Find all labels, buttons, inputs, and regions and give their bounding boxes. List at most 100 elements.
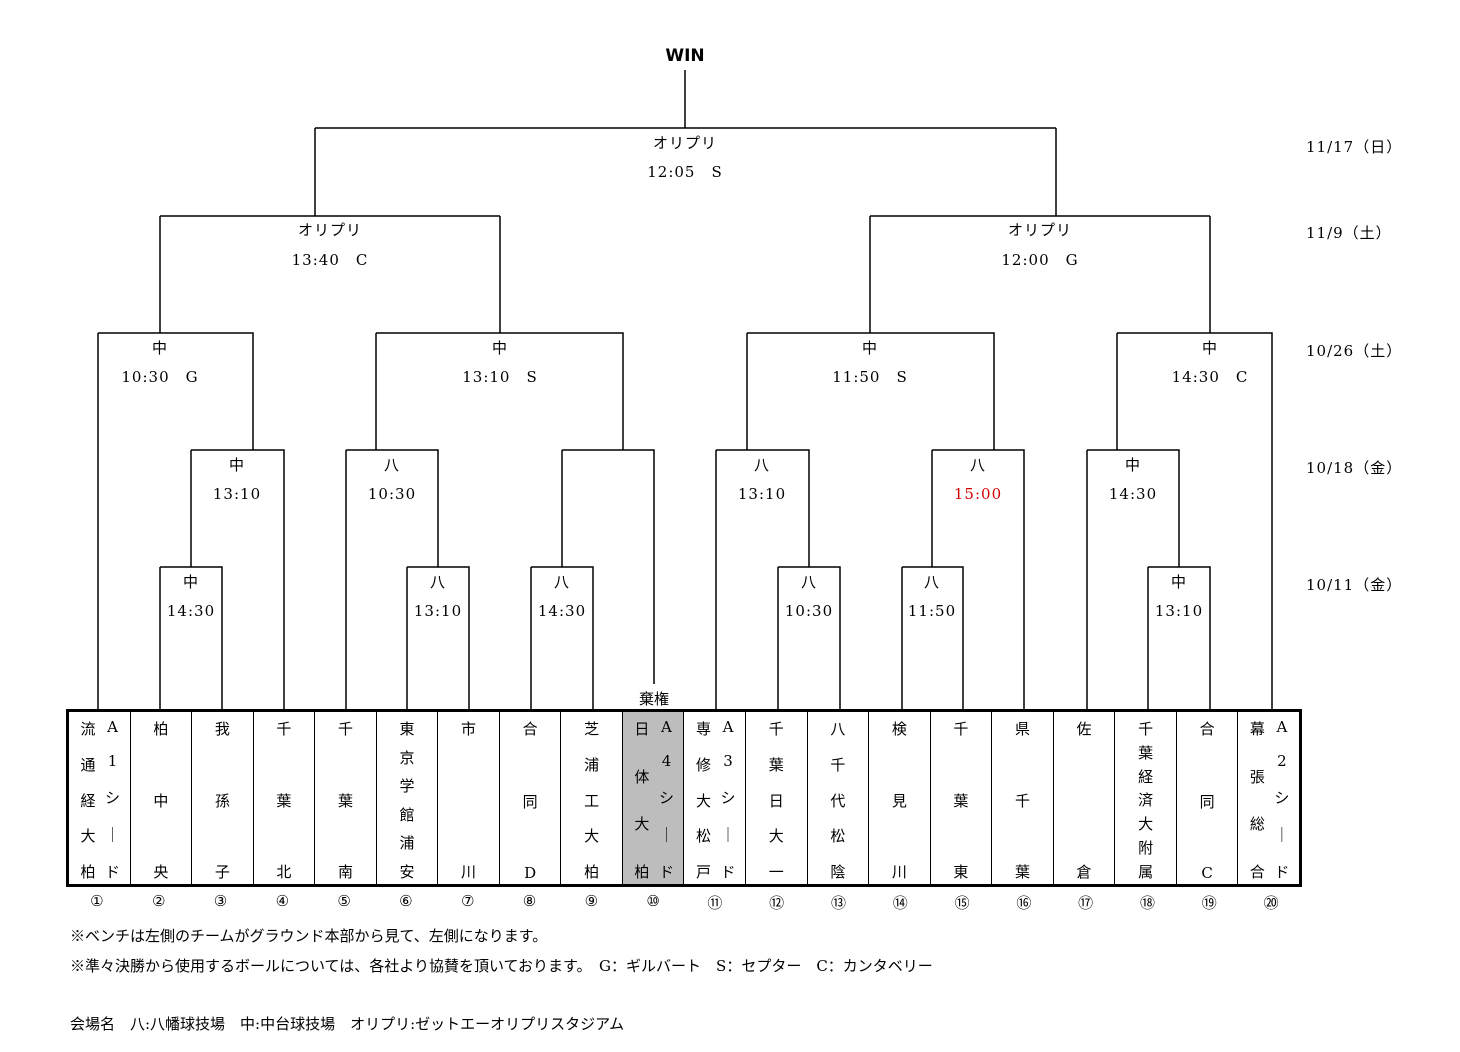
team-name: 八千代松陰 (830, 720, 846, 881)
qf1-venue: 中 (151, 339, 169, 357)
team-number: ⑫ (769, 894, 785, 912)
qf2-time: 13:10 S (462, 368, 538, 386)
r1-3-time: 14:30 (537, 602, 587, 620)
semi-right-venue: オリプリ (1007, 221, 1073, 239)
team-name: 専修大松戸 (695, 720, 711, 881)
team-name: 千葉北 (276, 720, 292, 881)
team-name: 千葉東 (953, 720, 969, 881)
team-number: ③ (213, 892, 228, 910)
qf2-venue: 中 (491, 339, 509, 357)
qf3-venue: 中 (861, 339, 879, 357)
team-number: ⑨ (584, 892, 599, 910)
team-name: 市川 (461, 720, 477, 881)
date-quarterfinal: 10/26（土） (1306, 342, 1403, 360)
date-round2: 10/18（金） (1306, 459, 1403, 477)
r1-1-venue: 中 (182, 573, 200, 591)
final-time: 12:05 S (647, 163, 723, 181)
team-number: ⑮ (954, 894, 970, 912)
date-final: 11/17（日） (1306, 138, 1403, 156)
team-name: 流通経大柏 (80, 720, 96, 881)
team-box: 柏中央 (131, 712, 193, 884)
team-name: 日体大柏 (634, 720, 650, 881)
team-number: ⑲ (1201, 894, 1217, 912)
team-box: 検見川 (869, 712, 931, 884)
team-box: 千葉東 (931, 712, 993, 884)
team-number: ④ (275, 892, 290, 910)
r2-3-venue: 八 (753, 456, 771, 474)
r2-2-venue: 八 (383, 456, 401, 474)
team-name: 芝浦工大柏 (584, 720, 600, 881)
r1-5-venue: 八 (923, 573, 941, 591)
team-box: 千葉北 (254, 712, 316, 884)
team-number: ① (90, 892, 104, 910)
team-number: ⑯ (1016, 894, 1032, 912)
team-box: 千葉日大一 (746, 712, 808, 884)
r2-1-venue: 中 (228, 456, 246, 474)
qf4-time: 14:30 C (1171, 368, 1249, 386)
team-box: 千葉経済大附属 (1115, 712, 1177, 884)
qf4-venue: 中 (1201, 339, 1219, 357)
r2-5-venue: 中 (1124, 456, 1142, 474)
final-venue: オリプリ (652, 134, 718, 152)
team-name: 幕張総合 (1249, 720, 1265, 881)
team-number: ⑳ (1263, 894, 1279, 912)
team-box: 八千代松陰 (808, 712, 870, 884)
team-name: 千葉経済大附属 (1138, 720, 1154, 881)
team-box: 佐倉 (1054, 712, 1116, 884)
forfeit-label: 棄権 (638, 690, 670, 708)
r2-3-time: 13:10 (737, 485, 787, 503)
r1-6-time: 13:10 (1154, 602, 1204, 620)
team-box: 我孫子 (192, 712, 254, 884)
team-number: ⑱ (1139, 894, 1156, 912)
team-number: ⑰ (1078, 894, 1094, 912)
date-round1: 10/11（金） (1306, 576, 1403, 594)
team-number: ⑪ (707, 894, 723, 912)
team-number: ⑩ (646, 892, 660, 910)
team-number: ⑦ (460, 892, 475, 910)
team-box: 市川 (438, 712, 500, 884)
qf1-time: 10:30 G (121, 368, 199, 386)
r1-2-venue: 八 (429, 573, 447, 591)
note-venues: 会場名 八:八幡球技場 中:中台球技場 オリプリ:ゼットエーオリプリスタジアム (70, 1015, 625, 1033)
team-name: 県千葉 (1014, 720, 1030, 881)
r1-3-venue: 八 (553, 573, 571, 591)
team-box: 東京学館浦安 (377, 712, 439, 884)
r2-5-time: 14:30 (1108, 485, 1158, 503)
r1-2-time: 13:10 (413, 602, 463, 620)
team-box: 芝浦工大柏 (561, 712, 623, 884)
r2-1-time: 13:10 (212, 485, 262, 503)
r1-4-time: 10:30 (784, 602, 834, 620)
team-number: ② (151, 892, 166, 910)
team-number: ⑭ (892, 894, 908, 912)
r1-1-time: 14:30 (166, 602, 216, 620)
team-name: 検見川 (891, 720, 907, 881)
team-number: ⑬ (830, 894, 847, 912)
r1-6-venue: 中 (1170, 573, 1188, 591)
note-ball: ※準々決勝から使用するボールについては、各社より協賛を頂いております。 G：ギル… (70, 957, 933, 975)
semi-right-time: 12:00 G (1001, 251, 1079, 269)
team-box: 千葉南 (315, 712, 377, 884)
date-semifinal: 11/9（土） (1306, 224, 1392, 242)
team-name: 柏中央 (153, 720, 169, 881)
r1-5-time: 11:50 (907, 602, 957, 620)
team-name: 千葉日大一 (768, 720, 784, 881)
semi-left-venue: オリプリ (297, 221, 363, 239)
r2-2-time: 10:30 (367, 485, 417, 503)
r2-4-venue: 八 (969, 456, 987, 474)
r1-4-venue: 八 (800, 573, 818, 591)
team-name: 東京学館浦安 (399, 720, 415, 881)
team-name: 我孫子 (214, 720, 230, 881)
